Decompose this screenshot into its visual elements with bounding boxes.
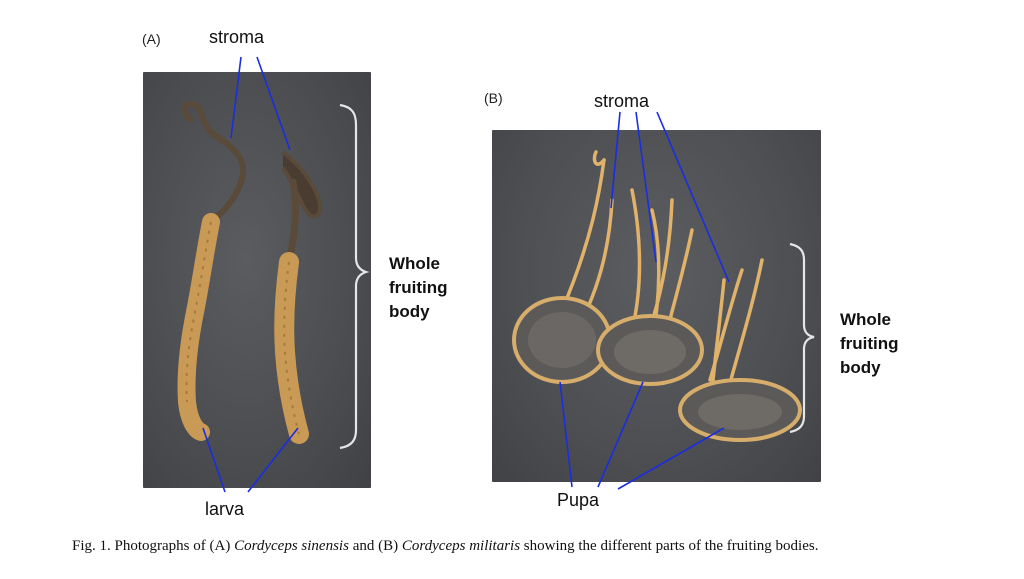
leader-stroma-a-left: [230, 56, 242, 139]
caption-prefix: Fig. 1. Photographs of (A): [72, 538, 235, 554]
leader-pupa-b-3: [617, 427, 725, 490]
leader-stroma-a-right: [256, 56, 291, 151]
larva-label: larva: [205, 499, 245, 519]
bracket-label-b-line-3: body: [840, 358, 881, 377]
bracket-label-a-line-3: body: [389, 302, 430, 321]
panel-b-label: (B): [484, 90, 503, 106]
stroma-label-a: stroma: [209, 27, 265, 47]
bracket-label-b: Whole fruiting body: [840, 308, 899, 380]
bracket-label-b-line-2: fruiting: [840, 334, 899, 353]
stroma-label-b: stroma: [594, 91, 650, 111]
leader-larva-a-right: [247, 427, 299, 493]
bracket-b: [789, 242, 815, 434]
caption-species-a: Cordyceps sinensis: [234, 538, 349, 554]
stroma-left: [181, 100, 247, 225]
cordyceps-sinensis-illustration: [177, 100, 322, 444]
bracket-label-a: Whole fruiting body: [389, 252, 448, 324]
cordyceps-militaris-illustration: [512, 150, 802, 442]
figure-caption: Fig. 1. Photographs of (A) Cordyceps sin…: [72, 538, 1012, 555]
leader-stroma-b-1: [610, 111, 621, 209]
panel-a-label: (A): [142, 31, 161, 47]
caption-middle: and (B): [348, 538, 402, 554]
pupa-label: Pupa: [557, 490, 600, 510]
leader-larva-a-left: [202, 427, 226, 493]
leader-stroma-b-2: [635, 111, 657, 263]
bracket-label-b-line-1: Whole: [840, 310, 891, 329]
leader-stroma-b-3: [656, 111, 730, 283]
leader-pupa-b-2: [597, 381, 644, 488]
caption-suffix: showing the different parts of the fruit…: [520, 538, 819, 554]
photo-cordyceps-militaris: [492, 130, 821, 482]
bracket-a: [339, 103, 370, 450]
bracket-label-a-line-1: Whole: [389, 254, 440, 273]
photo-cordyceps-sinensis: [143, 72, 371, 488]
caption-species-b: Cordyceps militaris: [401, 538, 521, 554]
bracket-label-a-line-2: fruiting: [389, 278, 448, 297]
leader-pupa-b-1: [559, 381, 573, 488]
